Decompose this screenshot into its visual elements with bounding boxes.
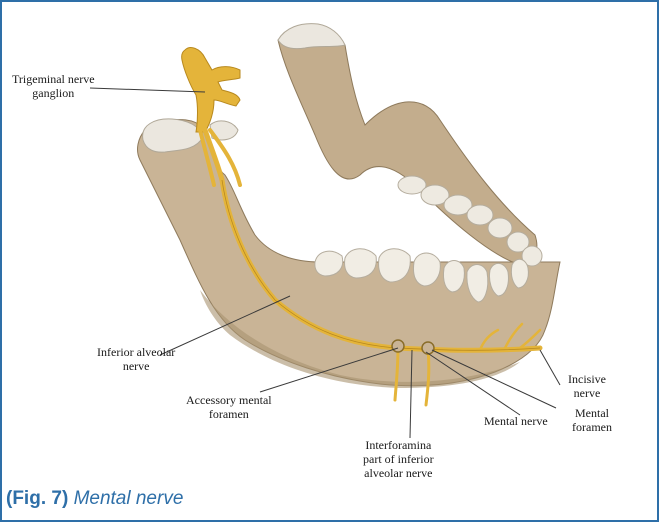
label-line: alveolar nerve [363,466,434,480]
label-incisive-nerve: Incisive nerve [568,372,606,400]
label-mental-foramen: Mental foramen [572,406,612,434]
label-line: Accessory mental [186,393,272,407]
accessory-mental-foramen-mark [392,340,404,352]
label-line: Mental [572,406,612,420]
caption-number: (Fig. 7) [6,488,68,509]
label-line: Incisive [568,372,606,386]
label-interforamina: Interforamina part of inferior alveolar … [363,438,434,480]
label-line: foramen [572,420,612,434]
label-line: Mental nerve [484,414,548,428]
label-trigeminal-ganglion: Trigeminal nerve ganglion [12,72,95,100]
label-line: ganglion [12,86,95,100]
label-line: part of inferior [363,452,434,466]
far-condyle [278,24,345,49]
figure-caption: (Fig. 7) Mental nerve [6,488,183,510]
caption-title: Mental nerve [74,488,184,509]
label-line: nerve [97,359,175,373]
mental-foramen-mark [422,342,434,354]
label-mental-nerve: Mental nerve [484,414,548,428]
label-line: Interforamina [363,438,434,452]
label-line: foramen [186,407,272,421]
label-line: Inferior alveolar [97,345,175,359]
label-accessory-mental-foramen: Accessory mental foramen [186,393,272,421]
label-inferior-alveolar-nerve: Inferior alveolar nerve [97,345,175,373]
trigeminal-ganglion [182,48,240,132]
label-line: Trigeminal nerve [12,72,95,86]
label-line: nerve [568,386,606,400]
